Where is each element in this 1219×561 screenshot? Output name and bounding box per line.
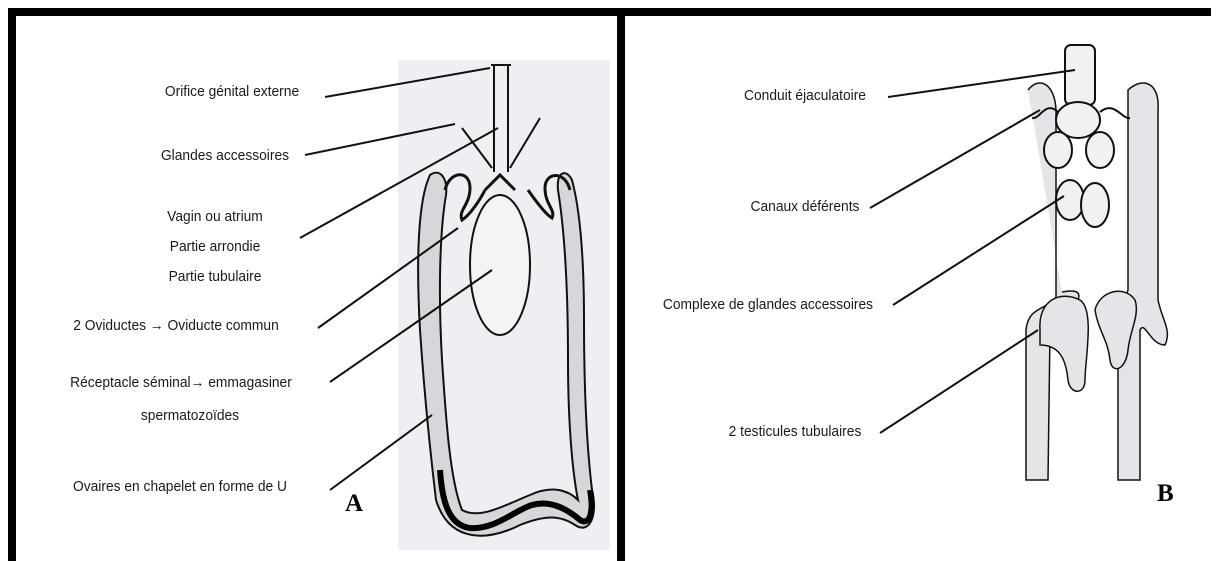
testis-right bbox=[1117, 83, 1167, 480]
gland-blob-5 bbox=[1081, 183, 1109, 227]
panel-b-drawing bbox=[870, 45, 1167, 480]
label-conduit-ejaculatoire: Conduit éjaculatoire bbox=[727, 87, 883, 104]
leader-complexe bbox=[893, 196, 1064, 305]
label-partie-tubulaire: Partie tubulaire bbox=[146, 268, 284, 285]
label-oviductes: 2 Oviductes → Oviducte commun bbox=[47, 317, 305, 334]
label-canaux-deferents: Canaux déférents bbox=[736, 198, 874, 215]
panel-a-drawing bbox=[300, 60, 610, 550]
leader-testicules bbox=[880, 330, 1038, 433]
vas-deferens-right bbox=[1100, 108, 1130, 118]
gland-blob-4 bbox=[1056, 180, 1084, 220]
label-testicules: 2 testicules tubulaires bbox=[712, 423, 878, 440]
label-partie-arrondie: Partie arrondie bbox=[146, 238, 284, 255]
gland-blob-3 bbox=[1086, 132, 1114, 168]
leader-canaux bbox=[870, 110, 1040, 208]
seminal-receptacle bbox=[470, 195, 530, 335]
panel-b-letter: B bbox=[1157, 480, 1174, 508]
label-orifice-genital: Orifice génital externe bbox=[140, 83, 324, 100]
panel-a-letter: A bbox=[345, 490, 363, 518]
label-spermatozoides: spermatozoïdes bbox=[126, 407, 255, 424]
label-ovaires: Ovaires en chapelet en forme de U bbox=[42, 478, 318, 495]
gland-blob-2 bbox=[1044, 132, 1072, 168]
label-receptacle-seminal: Réceptacle séminal→ emmagasiner bbox=[38, 374, 323, 391]
label-vagin-atrium: Vagin ou atrium bbox=[146, 208, 284, 225]
label-complexe-glandes: Complexe de glandes accessoires bbox=[648, 296, 887, 313]
ejaculatory-duct bbox=[1065, 45, 1095, 105]
label-glandes-accessoires: Glandes accessoires bbox=[147, 147, 303, 164]
